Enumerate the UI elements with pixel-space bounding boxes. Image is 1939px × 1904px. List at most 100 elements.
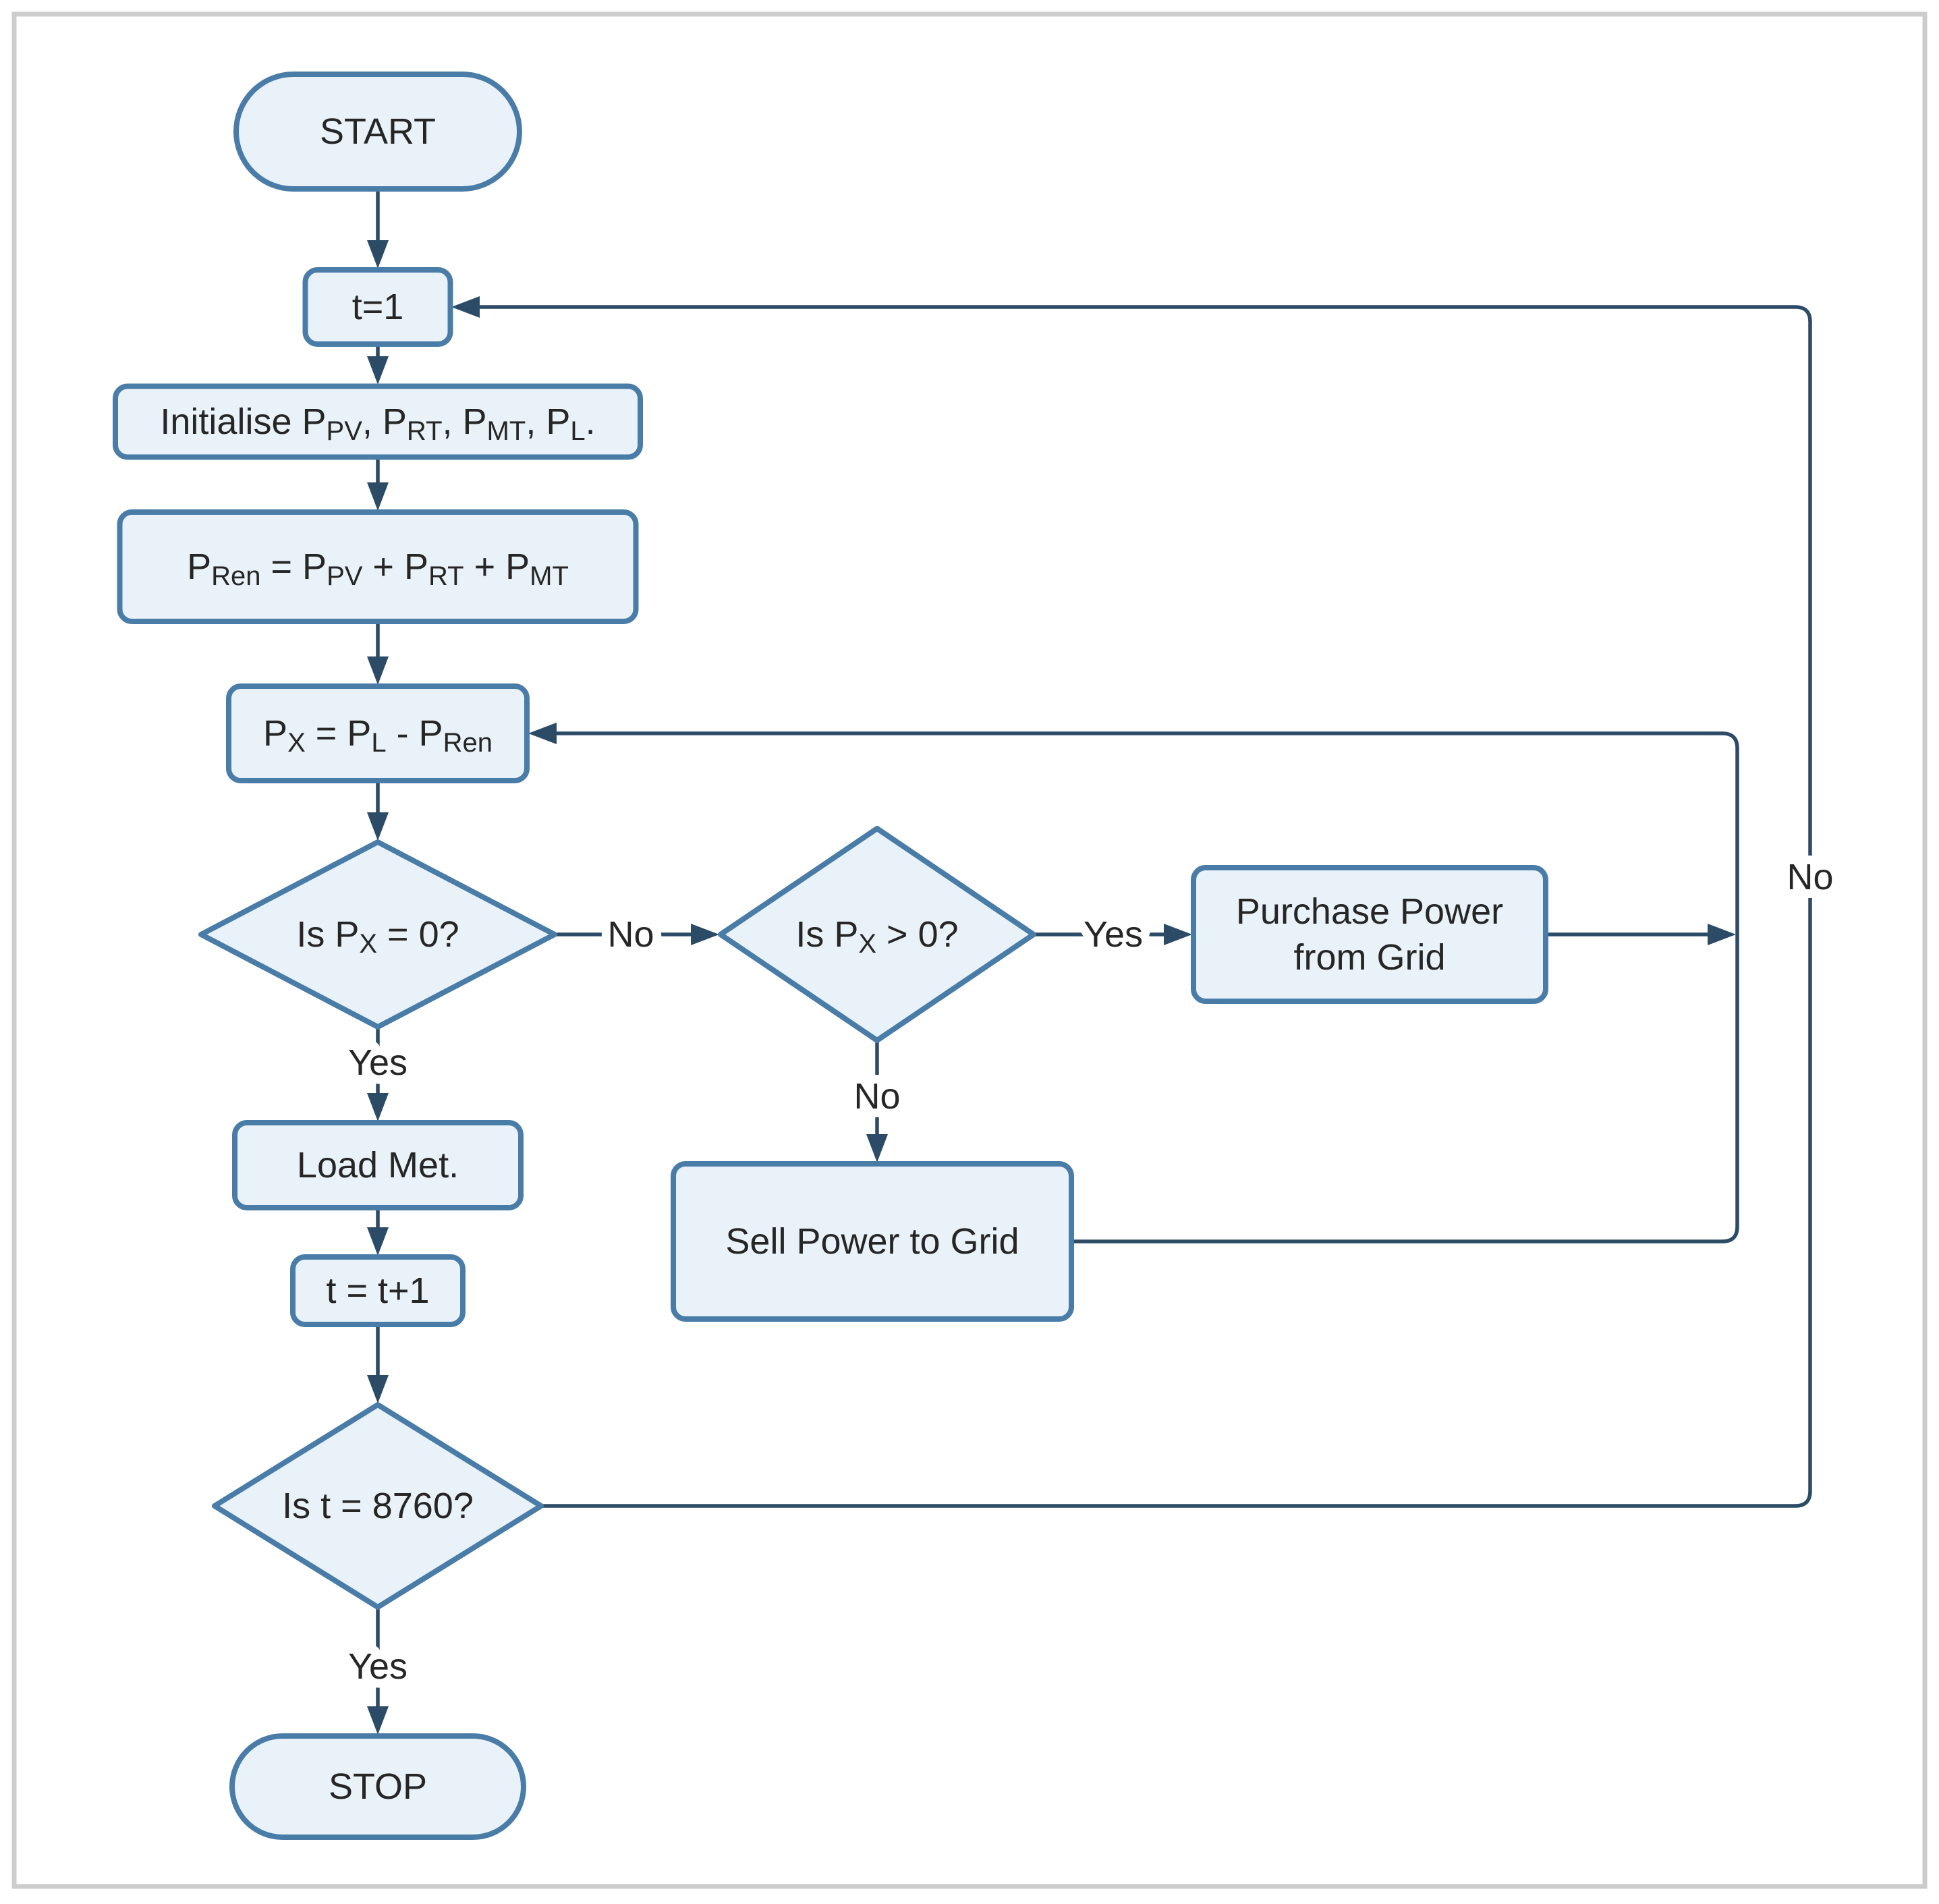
- edge-decision1-no-to-decision2: No: [555, 905, 719, 963]
- label-text: Sell Power to Grid: [725, 1221, 1019, 1262]
- label-text: + P: [362, 547, 428, 587]
- edge-decision1-no-to-decision2-arrowhead: [691, 924, 719, 945]
- node-decision-t-8760: Is t = 8760?: [212, 1402, 544, 1610]
- label-text: Initialise P: [160, 401, 326, 442]
- node-decision-px-zero-text: Is PX = 0?: [296, 914, 459, 959]
- page-frame: [11, 11, 1928, 1889]
- label-text: = P: [261, 547, 327, 587]
- node-stop-text: STOP: [329, 1766, 427, 1807]
- node-sell-power-shape: [671, 1161, 1074, 1322]
- label-text: Is P: [296, 914, 359, 955]
- node-purchase-power-text: from Grid: [1293, 937, 1445, 978]
- edge-sell-return-to-px-arrowhead: [528, 723, 557, 744]
- label-text: .: [586, 401, 596, 442]
- node-initialise-text: Initialise PPV, PRT, PMT, PL.: [160, 401, 595, 446]
- node-initialise: Initialise PPV, PRT, PMT, PL.: [113, 383, 643, 460]
- label-text: Is t = 8760?: [282, 1486, 474, 1526]
- node-t-plus-1: t = t+1: [290, 1254, 466, 1327]
- edge-loadmet-to-tplus1: [367, 1208, 389, 1256]
- edge-decision2-yes-to-purchase-label: Yes: [1084, 914, 1143, 955]
- edge-decision2-no-to-sell-arrowhead: [866, 1134, 888, 1163]
- subscript-text: Ren: [443, 728, 493, 758]
- node-sell-power-text: Sell Power to Grid: [725, 1221, 1019, 1262]
- edge-pren-to-px: [367, 621, 389, 685]
- subscript-text: X: [359, 929, 377, 959]
- subscript-text: PV: [327, 416, 363, 446]
- label-text: P: [187, 547, 211, 587]
- label-text: P: [263, 713, 287, 754]
- subscript-text: RT: [428, 561, 464, 591]
- edge-decision3-yes-to-stop: Yes: [339, 1607, 416, 1735]
- subscript-text: L: [371, 728, 386, 758]
- node-purchase-power-shape: [1191, 865, 1548, 1004]
- edge-sell-return-to-px-line: [553, 731, 1739, 1243]
- label-text: from Grid: [1293, 937, 1445, 978]
- node-purchase-power-text: Purchase Power: [1236, 891, 1503, 932]
- subscript-text: Ren: [211, 561, 260, 591]
- subscript-text: PV: [327, 561, 363, 591]
- edge-decision1-yes-to-loadmet-arrowhead: [367, 1093, 389, 1121]
- edge-t1-to-initialise-arrowhead: [367, 356, 389, 385]
- node-t-plus-1-shape: [290, 1254, 466, 1327]
- edge-start-to-t1-arrowhead: [367, 240, 389, 269]
- label-text: > 0?: [876, 914, 959, 955]
- node-decision-px-zero-shape: [198, 839, 557, 1030]
- edge-decision3-yes-to-stop-label: Yes: [348, 1646, 408, 1687]
- node-t1: t=1: [302, 267, 453, 347]
- label-text: , P: [362, 401, 407, 442]
- node-decision-t-8760-shape: [212, 1402, 544, 1610]
- label-text: Purchase Power: [1236, 891, 1503, 932]
- node-decision-px-positive-text: Is PX > 0?: [795, 914, 958, 959]
- node-stop-shape: [229, 1733, 526, 1840]
- node-t1-text: t=1: [352, 287, 404, 327]
- edge-sell-return-to-px: [528, 723, 1739, 1243]
- label-text: + P: [464, 547, 530, 587]
- edge-decision2-yes-to-purchase-arrowhead: [1164, 924, 1192, 945]
- subscript-text: X: [287, 728, 306, 758]
- edge-decision3-no-to-t1-line: [476, 305, 1812, 1508]
- edge-decision1-yes-to-loadmet-label: Yes: [348, 1042, 408, 1083]
- node-stop: STOP: [229, 1733, 526, 1840]
- label-text: t = t+1: [326, 1270, 429, 1311]
- subscript-text: RT: [407, 416, 443, 446]
- label-text: , P: [443, 401, 487, 442]
- node-decision-t-8760-text: Is t = 8760?: [282, 1486, 474, 1526]
- node-pren-equation: PRen = PPV + PRT + PMT: [117, 509, 639, 624]
- edge-decision3-no-to-t1: No: [451, 296, 1843, 1508]
- edge-t1-to-initialise: [367, 344, 389, 385]
- edge-decision1-yes-to-loadmet: Yes: [339, 1027, 416, 1121]
- subscript-text: MT: [487, 416, 526, 446]
- node-pren-equation-shape: [117, 509, 639, 624]
- node-decision-px-zero: Is PX = 0?: [198, 839, 557, 1030]
- edge-decision3-no-to-t1-label: No: [1787, 857, 1833, 897]
- edge-loadmet-to-tplus1-arrowhead: [367, 1227, 389, 1256]
- label-text: = 0?: [377, 914, 459, 955]
- edge-tplus1-to-decision3: [367, 1324, 389, 1403]
- edge-px-to-decision1: [367, 781, 389, 841]
- node-start-text: START: [320, 111, 436, 152]
- edge-pren-to-px-arrowhead: [367, 656, 389, 685]
- edge-px-to-decision1-arrowhead: [367, 812, 389, 841]
- node-start: START: [233, 72, 522, 192]
- edge-decision2-yes-to-purchase: Yes: [1034, 905, 1192, 963]
- node-t1-shape: [302, 267, 453, 347]
- node-px-equation-shape: [226, 683, 530, 783]
- node-decision-px-positive: Is PX > 0?: [718, 826, 1036, 1043]
- node-load-met-shape: [232, 1120, 524, 1210]
- edge-purchase-to-return-loop: [1546, 924, 1736, 945]
- label-text: Load Met.: [297, 1145, 459, 1185]
- node-px-equation: PX = PL - PRen: [226, 683, 530, 783]
- label-text: = P: [306, 713, 372, 754]
- node-sell-power: Sell Power to Grid: [671, 1161, 1074, 1322]
- node-t-plus-1-text: t = t+1: [326, 1270, 429, 1311]
- label-text: , P: [526, 401, 570, 442]
- edge-decision2-no-to-sell: No: [845, 1040, 909, 1163]
- node-purchase-power: Purchase Power from Grid: [1191, 865, 1548, 1004]
- node-load-met-text: Load Met.: [297, 1145, 459, 1185]
- label-text: t=1: [352, 287, 404, 327]
- subscript-text: X: [858, 929, 876, 959]
- edge-decision2-no-to-sell-label: No: [853, 1076, 900, 1117]
- node-px-equation-text: PX = PL - PRen: [263, 713, 493, 758]
- label-text: STOP: [329, 1766, 427, 1807]
